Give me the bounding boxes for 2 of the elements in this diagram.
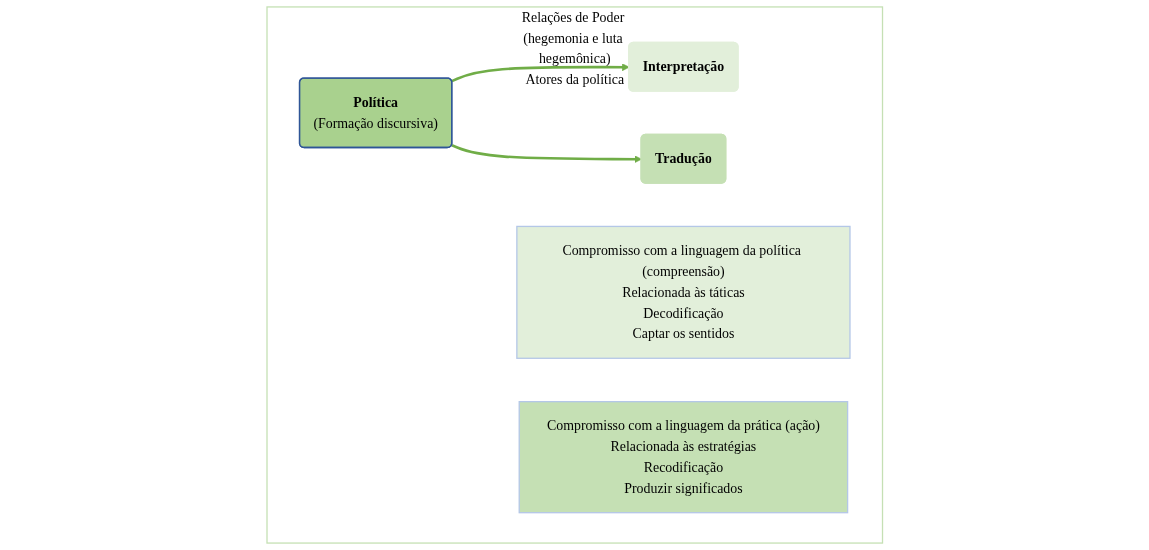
- node-box: Compromisso com a linguagem da política (compreensão) Relacionada às táticas Decodificação Captar os sentidos: [515, 225, 851, 359]
- node-box: Compromisso com a linguagem da prática (ação) Relacionada às estratégias Recodificação Produzir significados: [518, 401, 848, 514]
